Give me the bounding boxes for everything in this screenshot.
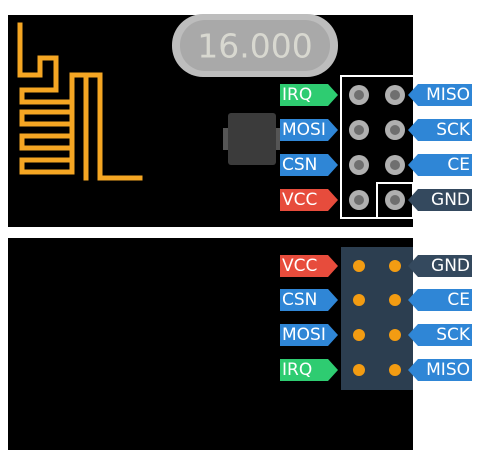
bottom-pin-sck [389, 329, 401, 341]
bottom-label-text: GND [431, 256, 470, 276]
crystal-label: 16.000 [197, 27, 312, 66]
top-label-sck: SCK [408, 119, 472, 141]
bottom-label-tag [408, 324, 472, 346]
bottom-board: VCC GND CSN CE MOSI SCK IRQ MISO [8, 238, 472, 450]
bottom-label-tag [280, 255, 338, 277]
top-pin-vcc [349, 190, 369, 210]
top-label-tag [280, 119, 338, 141]
bottom-pin-irq [353, 364, 365, 376]
top-label-tag [408, 189, 472, 211]
top-label-text: VCC [282, 190, 317, 210]
bottom-pin-gnd [389, 260, 401, 272]
bottom-pin-csn [353, 294, 365, 306]
top-pin-labels: IRQ MISO MOSI SCK CSN CE VCC GND [280, 84, 472, 211]
top-pin-csn [349, 155, 369, 175]
bottom-label-text: VCC [282, 256, 317, 276]
bottom-pin-mosi [353, 329, 365, 341]
top-pin-mosi [349, 120, 369, 140]
top-label-tag [280, 189, 338, 211]
top-pin-sck [385, 120, 405, 140]
bottom-label-mosi: MOSI [280, 324, 338, 346]
crystal-oscillator: 16.000 [172, 14, 338, 77]
top-label-vcc: VCC [280, 189, 338, 211]
bottom-label-gnd: GND [408, 255, 472, 277]
bottom-label-text: MISO [426, 360, 470, 380]
top-label-irq: IRQ [280, 84, 338, 106]
chip-body [228, 113, 276, 165]
top-label-tag [280, 154, 338, 176]
bottom-label-irq: IRQ [280, 359, 338, 381]
pcb-antenna [17, 22, 143, 181]
top-pin-gnd [385, 190, 405, 210]
bottom-label-tag [280, 324, 338, 346]
bottom-label-text: MOSI [282, 325, 326, 345]
top-label-csn: CSN [280, 154, 338, 176]
bottom-header-pins [353, 260, 401, 376]
bottom-label-text: SCK [436, 325, 471, 345]
top-pin-irq [349, 85, 369, 105]
bottom-label-text: CSN [282, 290, 317, 310]
top-label-tag [408, 119, 472, 141]
top-label-tag [280, 84, 338, 106]
top-label-gnd: GND [408, 189, 472, 211]
top-label-tag [408, 84, 472, 106]
bottom-label-tag [408, 255, 472, 277]
antenna-trace [17, 22, 143, 181]
top-label-text: MOSI [282, 120, 326, 140]
bottom-pin-labels: VCC GND CSN CE MOSI SCK IRQ MISO [280, 255, 472, 381]
top-label-text: IRQ [282, 85, 312, 105]
bottom-label-text: IRQ [282, 360, 312, 380]
top-label-tag [408, 154, 472, 176]
top-label-text: SCK [436, 120, 471, 140]
bottom-label-tag [408, 289, 472, 311]
crystal-inner [180, 20, 330, 71]
bottom-label-miso: MISO [408, 359, 472, 381]
top-label-text: GND [431, 190, 470, 210]
top-label-text: MISO [426, 85, 470, 105]
bottom-label-ce: CE [408, 289, 472, 311]
bottom-label-vcc: VCC [280, 255, 338, 277]
bottom-label-csn: CSN [280, 289, 338, 311]
top-pin-miso [385, 85, 405, 105]
bottom-pin-miso [389, 364, 401, 376]
bottom-pin-vcc [353, 260, 365, 272]
bottom-label-tag [280, 359, 338, 381]
top-label-text: CE [447, 155, 470, 175]
top-header-pins [349, 85, 405, 210]
top-pin-ce [385, 155, 405, 175]
bottom-label-sck: SCK [408, 324, 472, 346]
top-label-ce: CE [408, 154, 472, 176]
rf-chip [223, 113, 280, 165]
top-board: 16.000 IRQ MISO MOSI SCK CSN CE VCC GND [8, 14, 472, 227]
bottom-pin-ce [389, 294, 401, 306]
top-label-text: CSN [282, 155, 317, 175]
top-label-mosi: MOSI [280, 119, 338, 141]
bottom-label-text: CE [447, 290, 470, 310]
bottom-label-tag [280, 289, 338, 311]
bottom-header [341, 247, 413, 390]
top-label-miso: MISO [408, 84, 472, 106]
bottom-label-tag [408, 359, 472, 381]
